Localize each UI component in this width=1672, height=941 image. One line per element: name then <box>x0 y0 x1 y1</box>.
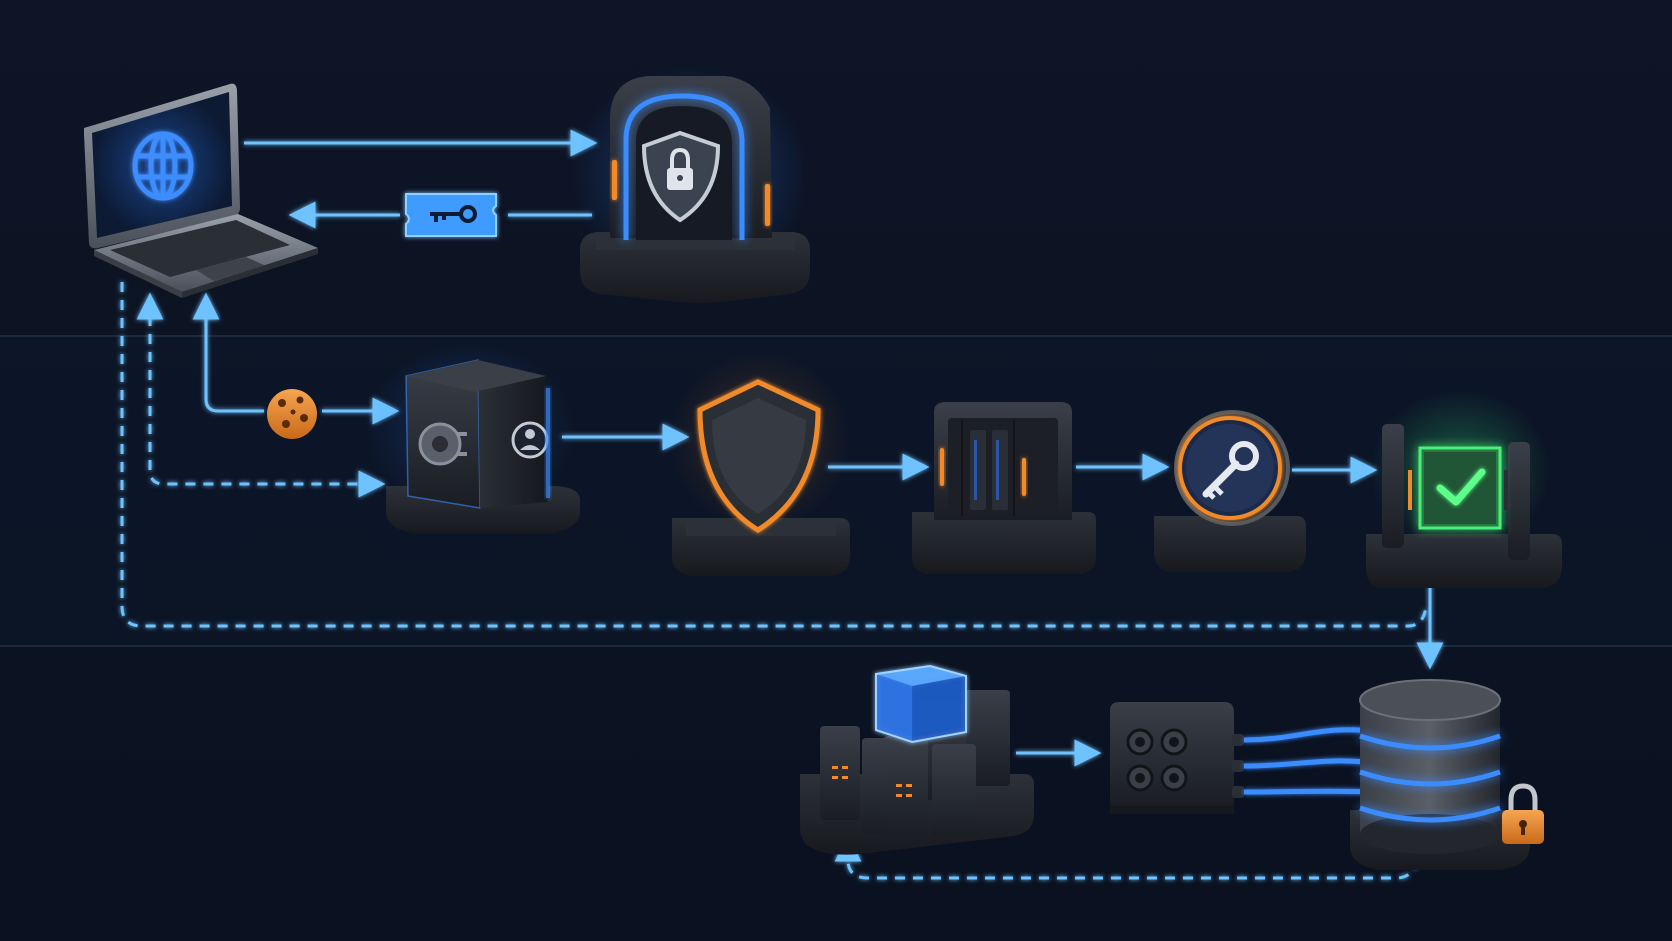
dashed-laptop-vault-link <box>136 292 386 498</box>
shield-icon <box>670 350 850 576</box>
key-disc-icon <box>1154 410 1306 572</box>
vault-user-icon <box>365 340 580 534</box>
laptop-globe-icon <box>84 83 318 298</box>
shield-lock-gate-icon <box>570 65 810 303</box>
server-cabinet-icon <box>912 402 1096 574</box>
checkmark-gate-icon <box>1366 390 1562 588</box>
key-ticket-icon <box>405 193 497 237</box>
dashed-return-to-laptop <box>120 282 1428 628</box>
cookie-icon <box>267 389 317 439</box>
server-cluster-icon <box>800 664 1034 855</box>
database-lock-icon <box>1350 679 1544 870</box>
